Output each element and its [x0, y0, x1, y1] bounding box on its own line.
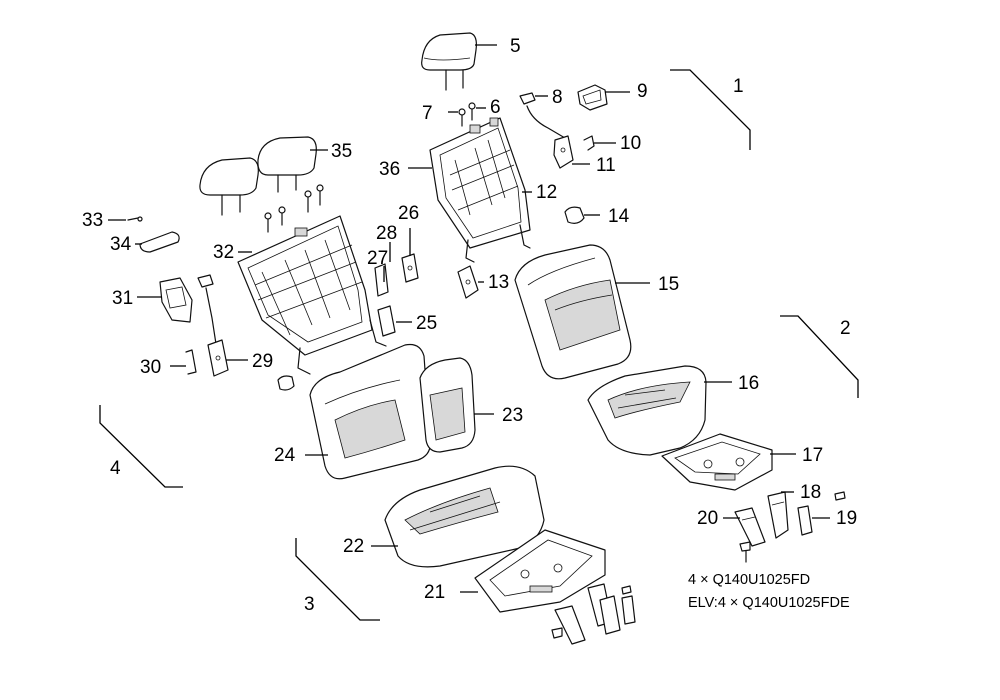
callout-7: 7 [422, 103, 433, 124]
note-bolt-spec: 4 × Q140U1025FD [688, 572, 810, 588]
callout-5: 5 [510, 36, 521, 57]
headrest-left-outer [199, 157, 259, 216]
callout-17: 17 [802, 445, 823, 466]
bracket-27 [374, 263, 389, 297]
clip-30 [185, 349, 197, 375]
group-bracket-4 [99, 405, 183, 488]
callout-28: 28 [376, 223, 397, 244]
callout-1: 1 [733, 76, 744, 97]
hinge-18 [767, 491, 789, 539]
cap-8 [519, 92, 536, 105]
callout-36: 36 [379, 159, 400, 180]
callout-23: 23 [502, 405, 523, 426]
cable-latch [526, 105, 566, 139]
headrest-left-inner [257, 136, 317, 193]
backrest-cushion-left [309, 343, 431, 480]
note-bolt-spec-elv: ELV:4 × Q140U1025FDE [688, 595, 850, 611]
seat-cushion-left [384, 465, 545, 568]
cover-14 [564, 206, 585, 224]
bracket-26 [401, 253, 419, 283]
clip-10 [583, 135, 595, 151]
callout-9: 9 [637, 81, 648, 102]
callout-24: 24 [274, 445, 296, 466]
callout-15: 15 [658, 274, 679, 295]
latch-bracket-11 [553, 135, 574, 169]
callout-22: 22 [343, 536, 364, 557]
callout-8: 8 [552, 87, 563, 108]
pins-left [264, 184, 324, 233]
latch-handle-9 [577, 84, 608, 111]
pin-7 [458, 108, 466, 127]
callout-21: 21 [424, 582, 445, 603]
trim-34 [139, 231, 180, 253]
group-bracket-3 [295, 538, 380, 621]
callout-18: 18 [800, 482, 821, 503]
callout-33: 33 [82, 210, 103, 231]
latch-bracket-29 [207, 339, 229, 377]
bracket-13 [457, 265, 479, 299]
callout-19: 19 [836, 508, 857, 529]
callout-13: 13 [488, 272, 509, 293]
callout-35: 35 [331, 141, 352, 162]
callout-34: 34 [110, 234, 132, 255]
callout-20: 20 [697, 508, 718, 529]
callout-25: 25 [416, 313, 437, 334]
bolt-notes: 4 × Q140U1025FD ELV:4 × Q140U1025FDE [688, 572, 850, 611]
callout-10: 10 [620, 133, 641, 154]
pin-6 [468, 102, 476, 121]
cable-left [205, 287, 217, 345]
callout-31: 31 [112, 288, 133, 309]
hinges-left [551, 583, 636, 645]
callout-labels: 1 2 3 4 5 6 7 8 9 10 11 12 13 14 15 16 1… [82, 36, 857, 615]
group-bracket-2 [780, 315, 859, 398]
hinge-20 [734, 507, 766, 547]
seat-pan-left [474, 529, 606, 613]
seat-pan-right [661, 433, 773, 491]
callout-29: 29 [252, 351, 273, 372]
group-bracket-1 [670, 69, 751, 150]
callout-11: 11 [596, 155, 616, 176]
backrest-cushion-left-side [419, 357, 476, 453]
leader-lines [108, 44, 830, 593]
backrest-cushion-right [514, 244, 632, 380]
cap-left [197, 274, 214, 288]
callout-27: 27 [367, 248, 388, 269]
cap-19 [797, 505, 813, 536]
seatback-frame-left [237, 215, 387, 375]
callout-4: 4 [110, 458, 121, 479]
callout-6: 6 [490, 97, 501, 118]
callout-12: 12 [536, 182, 557, 203]
callout-32: 32 [213, 242, 234, 263]
callout-3: 3 [304, 594, 315, 615]
callout-2: 2 [840, 318, 851, 339]
callout-26: 26 [398, 203, 419, 224]
callout-14: 14 [608, 206, 630, 227]
bracket-25 [377, 305, 396, 337]
headrest-center [421, 32, 477, 91]
callout-16: 16 [738, 373, 759, 394]
seat-cushion-right [587, 365, 707, 456]
latch-handle-31 [159, 277, 193, 323]
seatback-frame-center [429, 117, 531, 263]
bolt-20 [739, 541, 751, 563]
callout-30: 30 [140, 357, 161, 378]
bolt-18 [834, 491, 846, 501]
clip-33 [127, 216, 143, 222]
cover-left [277, 375, 295, 391]
